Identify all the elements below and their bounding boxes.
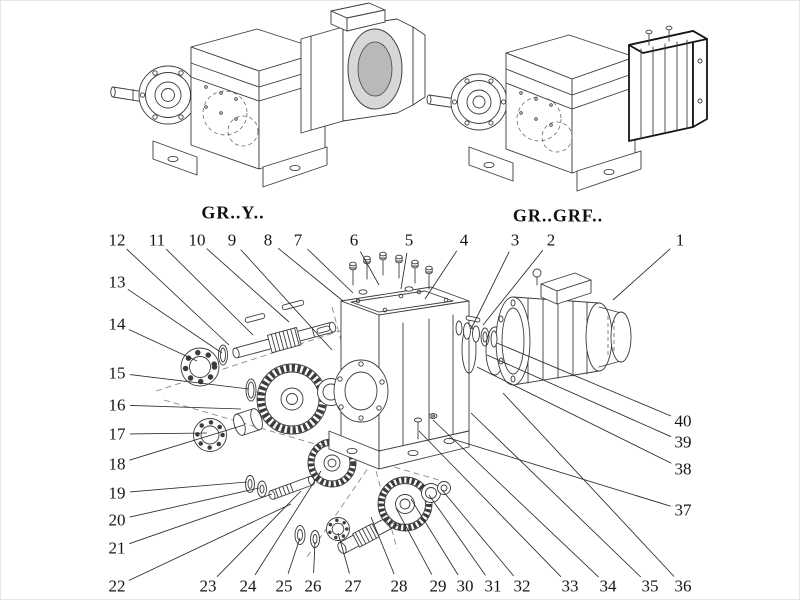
callout-28: 28 xyxy=(390,576,408,596)
callout-1: 1 xyxy=(675,230,685,250)
callout-3: 3 xyxy=(510,230,520,250)
callout-23: 23 xyxy=(199,576,217,596)
key xyxy=(465,315,481,323)
output-gear xyxy=(377,476,433,532)
callout-12: 12 xyxy=(108,230,126,250)
key xyxy=(281,299,305,311)
callout-20: 20 xyxy=(108,510,126,530)
base-bolts xyxy=(414,413,438,440)
bearing xyxy=(180,347,220,387)
variant-label-gr-grf: GR..GRF.. xyxy=(512,205,604,226)
callout-39: 39 xyxy=(674,432,692,452)
callout-35: 35 xyxy=(641,576,659,596)
callout-14: 14 xyxy=(108,314,126,334)
exploded-view xyxy=(126,247,675,581)
cover-bolts xyxy=(349,251,433,295)
callout-4: 4 xyxy=(459,230,469,250)
callout-leader-lines xyxy=(126,247,675,581)
callout-17: 17 xyxy=(108,424,126,444)
callout-2: 2 xyxy=(546,230,556,250)
assembled-view-gr-y xyxy=(110,2,426,188)
callout-5: 5 xyxy=(404,230,414,250)
callout-19: 19 xyxy=(108,483,126,503)
callout-11: 11 xyxy=(148,230,166,250)
callout-25: 25 xyxy=(275,576,293,596)
callout-24: 24 xyxy=(239,576,257,596)
key xyxy=(244,313,266,323)
callout-40: 40 xyxy=(674,411,692,431)
brake-box xyxy=(628,25,708,142)
callout-37: 37 xyxy=(674,500,692,520)
callout-29: 29 xyxy=(429,576,447,596)
callout-38: 38 xyxy=(674,459,692,479)
eye-bolt xyxy=(532,268,542,278)
motor-shaft xyxy=(490,330,498,348)
callout-30: 30 xyxy=(456,576,474,596)
callout-9: 9 xyxy=(227,230,237,250)
callout-31: 31 xyxy=(484,576,502,596)
callout-6: 6 xyxy=(349,230,359,250)
callout-18: 18 xyxy=(108,454,126,474)
input-shaft xyxy=(232,321,337,359)
callout-7: 7 xyxy=(293,230,303,250)
large-gear xyxy=(256,363,328,435)
output-shaft-assembly xyxy=(294,476,451,554)
callout-16: 16 xyxy=(108,395,126,415)
mounting-foot xyxy=(378,430,470,470)
assembled-view-gr-grf xyxy=(426,25,708,192)
callout-32: 32 xyxy=(513,576,531,596)
callout-33: 33 xyxy=(561,576,579,596)
fan-cover xyxy=(610,311,632,363)
callout-10: 10 xyxy=(188,230,206,250)
callout-36: 36 xyxy=(674,576,692,596)
input-shaft-assembly xyxy=(180,299,358,452)
pinion-shaft xyxy=(268,475,315,500)
callout-15: 15 xyxy=(108,363,126,383)
bushing xyxy=(233,408,263,436)
bearing xyxy=(326,517,350,541)
callout-22: 22 xyxy=(108,576,126,596)
variant-label-gr-y: GR..Y.. xyxy=(201,202,265,223)
gearbox-housing xyxy=(328,286,477,470)
motor xyxy=(490,268,632,386)
callout-21: 21 xyxy=(108,538,126,558)
callout-26: 26 xyxy=(304,576,322,596)
callout-27: 27 xyxy=(344,576,362,596)
callout-8: 8 xyxy=(263,230,273,250)
callout-13: 13 xyxy=(108,272,126,292)
callout-34: 34 xyxy=(599,576,617,596)
